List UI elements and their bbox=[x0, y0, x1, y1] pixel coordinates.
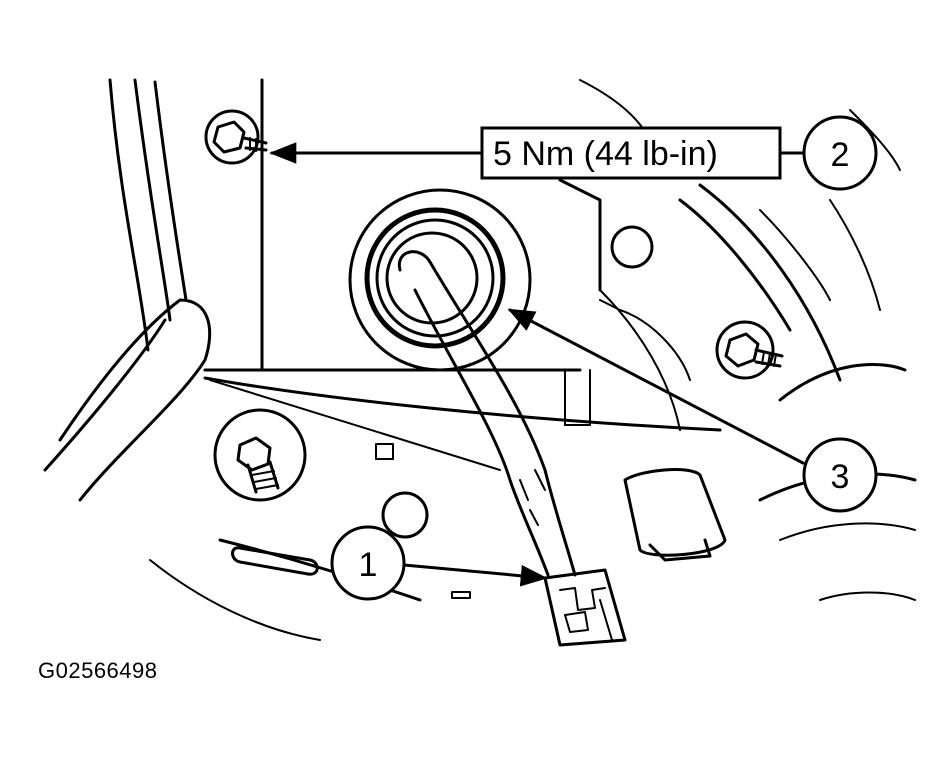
panel-hole-upper bbox=[610, 225, 654, 269]
torque-spec-text: 5 Nm (44 lb-in) bbox=[493, 135, 718, 173]
callout-1-circle bbox=[330, 525, 406, 601]
callout-3-circle bbox=[802, 437, 878, 513]
callout-3-group: 3 bbox=[507, 308, 878, 513]
callout-1-number: 1 bbox=[359, 546, 378, 584]
electrical-connector bbox=[543, 568, 627, 647]
panel-hole-lower bbox=[381, 491, 429, 539]
wire-harness bbox=[397, 250, 577, 577]
bolt-right bbox=[715, 320, 784, 380]
panel-slot bbox=[451, 591, 471, 599]
callout-2-number: 2 bbox=[831, 136, 850, 174]
floor-panel-outline bbox=[149, 78, 722, 641]
callout-1-leader bbox=[402, 563, 548, 587]
callout-2-circle bbox=[802, 115, 878, 191]
left-panel-outline bbox=[43, 78, 212, 502]
panel-oval-slot bbox=[231, 546, 319, 576]
bolt-lower-left bbox=[213, 408, 307, 502]
panel-pad bbox=[623, 468, 727, 557]
pad-tab bbox=[648, 538, 712, 562]
bolt-upper-left bbox=[204, 109, 268, 165]
panel-square-hole bbox=[375, 443, 394, 460]
callout-2-group: 5 Nm (44 lb-in) 2 bbox=[269, 115, 878, 191]
callout-3-leader bbox=[507, 308, 805, 465]
callout-1-group: 1 bbox=[330, 525, 548, 601]
figure-code-label: G02566498 bbox=[38, 658, 158, 683]
callout-3-number: 3 bbox=[831, 458, 850, 496]
torque-spec-box bbox=[480, 126, 782, 180]
